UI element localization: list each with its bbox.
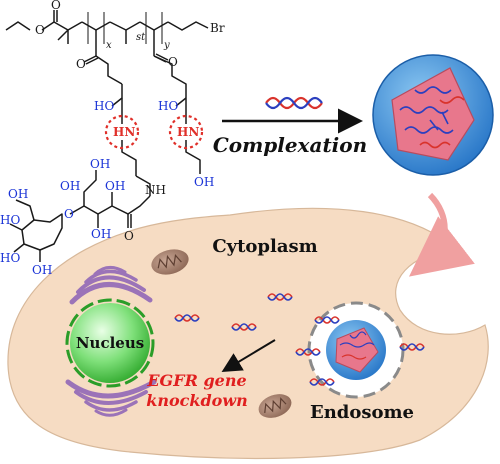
- terminal-oh: OH: [194, 175, 214, 189]
- carbonyl-o: O: [35, 23, 45, 37]
- sugar-oh: OH: [105, 179, 125, 193]
- subscript-x: x: [106, 40, 112, 51]
- hydroxyl-right: HO: [158, 99, 178, 113]
- amine-left: HN: [113, 125, 135, 139]
- amine-highlight-left: [104, 114, 140, 150]
- amide-nh: NH: [145, 183, 166, 197]
- uptake-arrow-icon: [409, 192, 475, 277]
- sugar-oh: OH: [32, 263, 52, 277]
- amine-highlight-right: [168, 114, 204, 150]
- golgi-icon: [65, 379, 157, 417]
- sugar-oh: OH: [60, 179, 80, 193]
- nanoparticle-icon: [372, 54, 494, 176]
- mitochondrion-icon: [151, 249, 189, 275]
- sugar-ho: HO: [0, 251, 20, 265]
- ester-o-left: O: [76, 57, 86, 71]
- nucleus-icon: [65, 298, 155, 388]
- amine-right: HN: [177, 125, 199, 139]
- sugar-oh: OH: [91, 227, 111, 241]
- subscript-st: st: [136, 32, 146, 43]
- dna-duplex-icon: [265, 96, 323, 110]
- sugar-ho: HO: [0, 213, 20, 227]
- polymer-structure: [5, 10, 209, 262]
- bromine-label: Br: [210, 21, 225, 35]
- carbonyl-o: O: [51, 0, 61, 12]
- nucleus-label: Nucleus: [76, 334, 144, 352]
- mitochondrion-icon: [258, 394, 292, 418]
- ester-o-right: O: [168, 55, 178, 69]
- endosome-icon: [307, 301, 405, 399]
- golgi-icon: [69, 266, 153, 305]
- sugar-oh: OH: [90, 157, 110, 171]
- knockdown-line2: knockdown: [146, 391, 247, 410]
- cytoplasm-label: Cytoplasm: [212, 236, 317, 257]
- dna-duplex-icon: [174, 293, 425, 386]
- amide-o: O: [124, 229, 134, 243]
- complexation-label: Complexation: [213, 133, 367, 157]
- arrow-icon: [221, 339, 276, 373]
- endosome-label: Endosome: [310, 402, 414, 423]
- glycosidic-o: O: [64, 207, 74, 221]
- knockdown-line1: EGFR gene: [146, 371, 246, 390]
- subscript-y: y: [163, 40, 170, 51]
- hydroxyl-left: HO: [94, 99, 114, 113]
- sugar-oh: OH: [8, 187, 28, 201]
